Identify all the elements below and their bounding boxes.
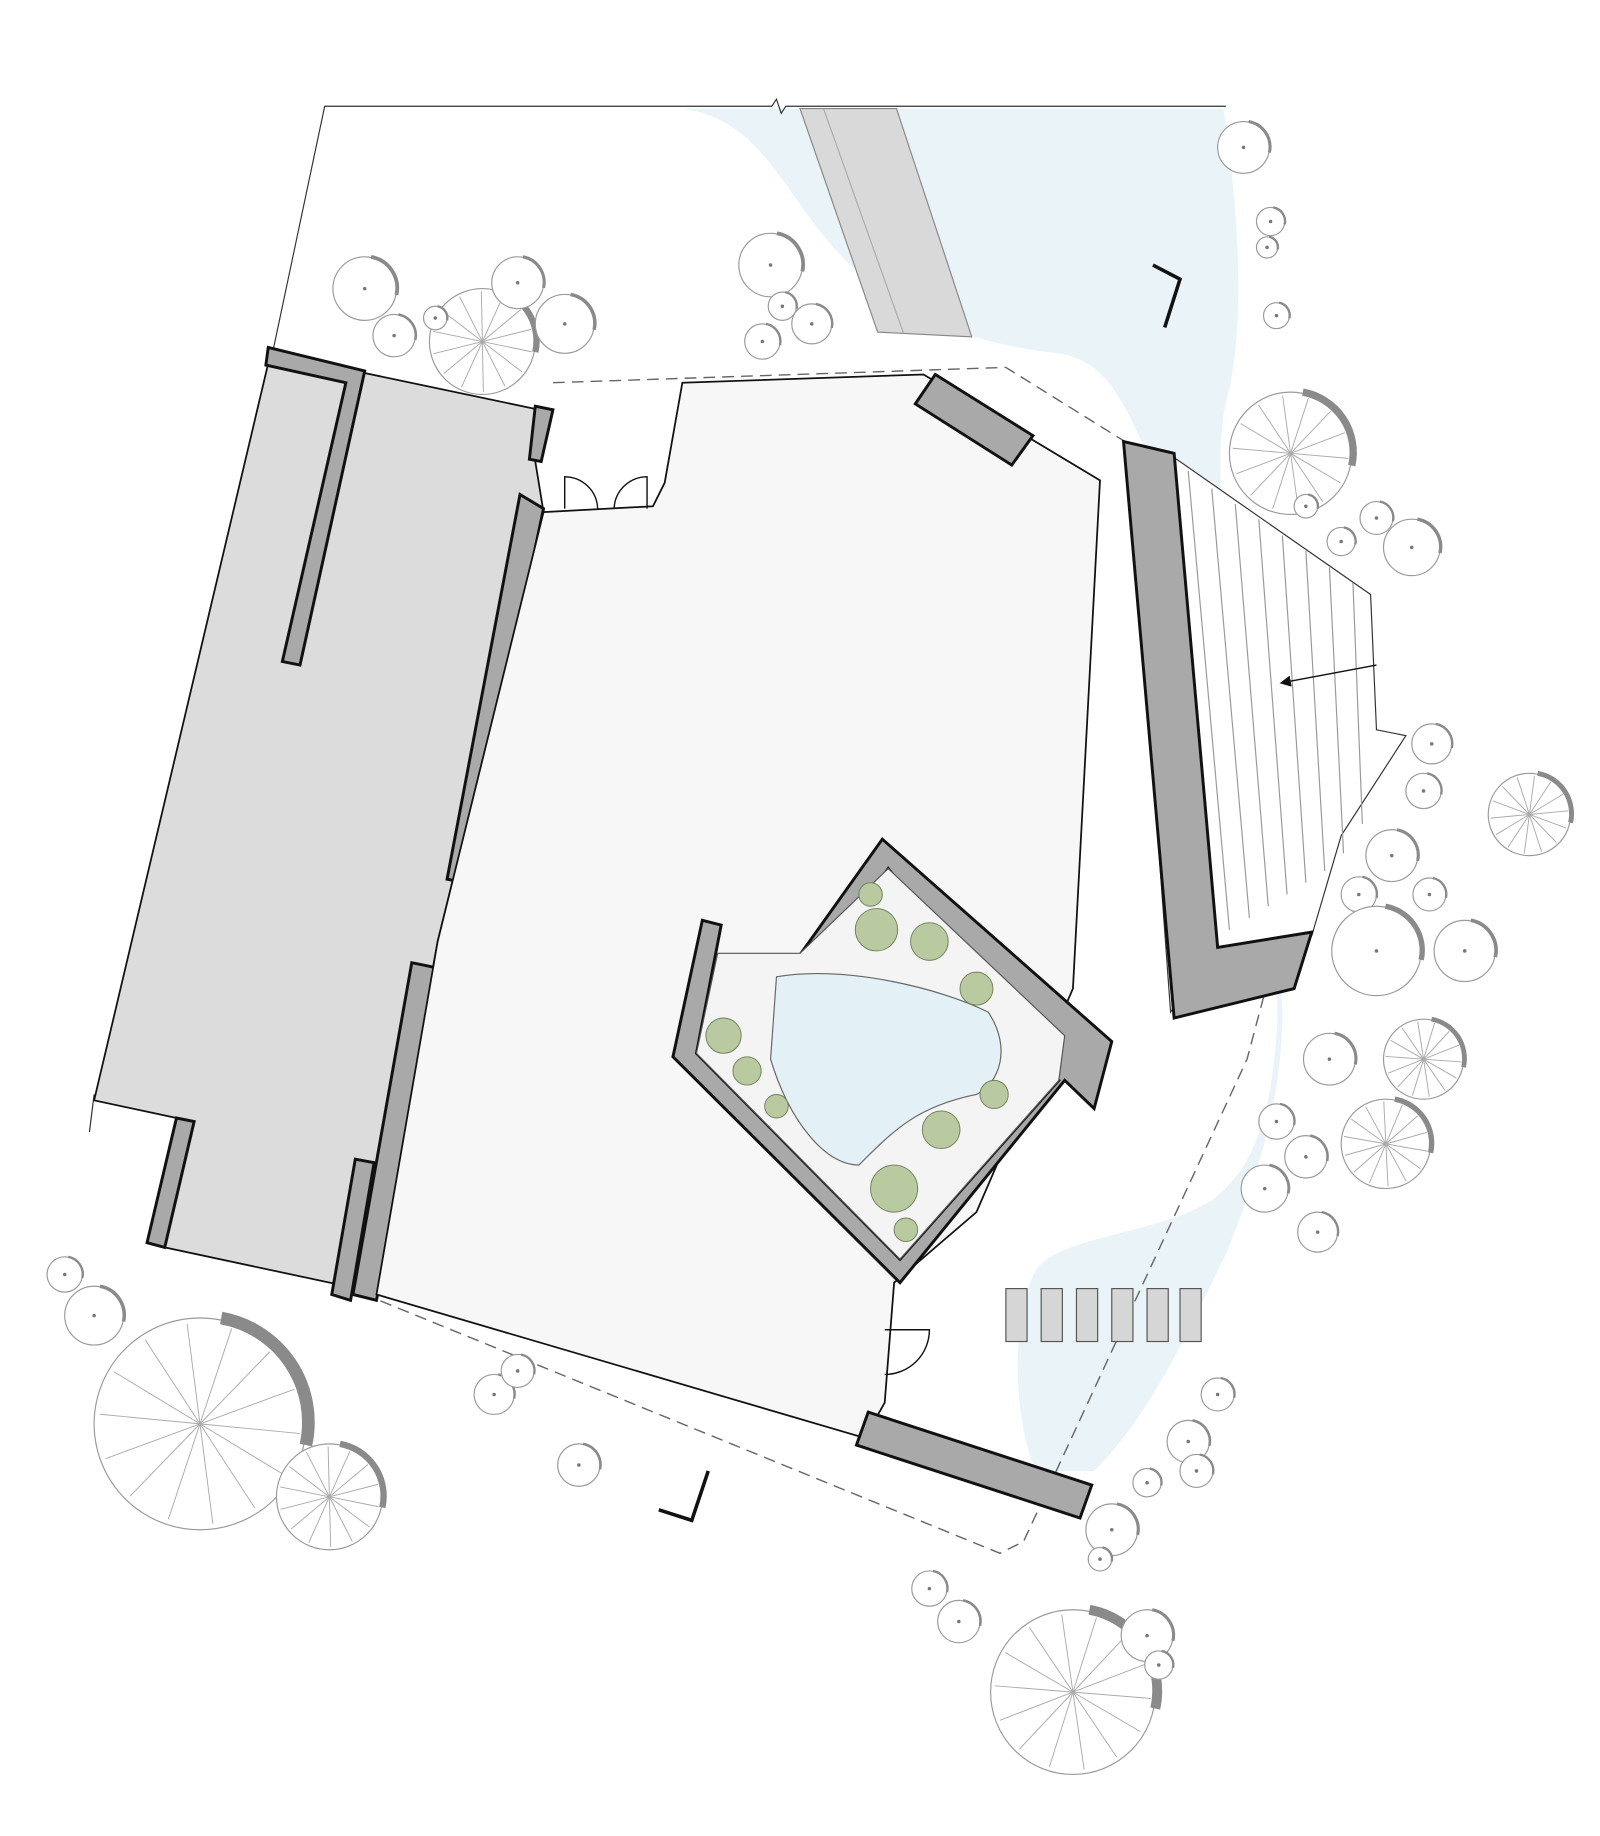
tree-symbol-icon bbox=[1258, 1102, 1296, 1140]
courtyard-pond bbox=[769, 973, 1002, 1166]
door-swing-icon bbox=[564, 476, 648, 509]
tree-symbol-icon bbox=[1179, 1453, 1215, 1488]
courtyard-planting bbox=[705, 882, 1009, 1242]
site-boundary bbox=[272, 97, 1226, 352]
tree-symbol-icon bbox=[1331, 903, 1425, 997]
wall bbox=[913, 372, 1036, 468]
wall bbox=[264, 345, 367, 667]
tree-symbol-icon bbox=[767, 290, 798, 321]
wall bbox=[854, 1410, 1094, 1520]
tree-symbol-icon bbox=[744, 322, 782, 360]
tree-symbol-icon bbox=[64, 1284, 126, 1346]
tree-symbol-icon bbox=[1144, 1649, 1175, 1680]
section-marker-icon bbox=[1152, 263, 1183, 328]
tree-symbol-icon bbox=[911, 1569, 949, 1607]
tree-symbol-icon bbox=[1359, 500, 1395, 536]
tree-symbol-icon bbox=[1085, 1502, 1140, 1557]
tree-symbol-icon bbox=[1302, 1031, 1358, 1086]
tree-symbol-icon bbox=[93, 1311, 315, 1531]
tree-symbol-icon bbox=[1365, 828, 1420, 883]
tree-symbol-icon bbox=[1255, 235, 1280, 259]
tree-symbol-icon bbox=[738, 231, 805, 298]
tree-symbol-icon bbox=[1132, 1467, 1163, 1498]
tree-symbol-icon bbox=[1240, 1163, 1291, 1213]
tree-symbol-icon bbox=[500, 1353, 536, 1388]
tree-symbol-icon bbox=[791, 302, 834, 345]
wall bbox=[527, 404, 555, 464]
tree-symbol-icon bbox=[534, 292, 597, 354]
dashed-property-line bbox=[364, 366, 1372, 1555]
tree-symbol-icon bbox=[1382, 1016, 1467, 1100]
tree-symbol-icon bbox=[1293, 493, 1320, 519]
step-lines bbox=[1187, 470, 1363, 930]
wall bbox=[330, 1157, 376, 1303]
tree-symbol-icon bbox=[1228, 388, 1357, 516]
tree-symbol-icon bbox=[1340, 1096, 1435, 1190]
tree-symbol-icon bbox=[1284, 1134, 1329, 1179]
tree-symbol-icon bbox=[1297, 1210, 1340, 1253]
tree-symbol-icon bbox=[1217, 120, 1272, 174]
trees bbox=[46, 120, 1575, 1776]
door-swing-icon bbox=[884, 1329, 931, 1376]
tree-symbol-icon bbox=[372, 313, 418, 358]
tree-symbol-icon bbox=[1411, 722, 1454, 765]
tree-symbol-icon bbox=[1405, 772, 1443, 810]
tree-symbol-icon bbox=[275, 1440, 387, 1551]
tree-symbol-icon bbox=[937, 1599, 982, 1644]
wall bbox=[1121, 439, 1314, 1020]
tree-symbol-icon bbox=[557, 1442, 602, 1487]
tree-symbol-icon bbox=[1487, 770, 1575, 857]
tree-symbol-icon bbox=[491, 255, 546, 310]
tree-symbol-icon bbox=[332, 254, 400, 321]
road-centerline bbox=[822, 108, 905, 334]
direction-arrow-icon bbox=[1279, 664, 1377, 687]
tree-symbol-icon bbox=[1262, 301, 1291, 330]
tree-symbol-icon bbox=[428, 285, 540, 396]
tree-symbol-icon bbox=[1087, 1546, 1114, 1572]
tree-symbol-icon bbox=[473, 1373, 516, 1416]
tree-symbol-icon bbox=[1255, 206, 1287, 237]
tree-symbol-icon bbox=[1433, 918, 1498, 983]
parking-stalls bbox=[1005, 1288, 1202, 1343]
water-area bbox=[682, 108, 1283, 1471]
tree-symbol-icon bbox=[1326, 526, 1357, 557]
section-marker-icon bbox=[658, 1470, 710, 1523]
wall bbox=[145, 1116, 196, 1250]
tree-symbol-icon bbox=[1412, 876, 1448, 912]
tree-symbol-icon bbox=[1382, 517, 1443, 577]
tree-symbol-icon bbox=[422, 305, 449, 331]
tree-symbol-icon bbox=[46, 1255, 84, 1293]
tree-symbol-icon bbox=[1200, 1376, 1236, 1412]
road-strip bbox=[799, 107, 973, 338]
